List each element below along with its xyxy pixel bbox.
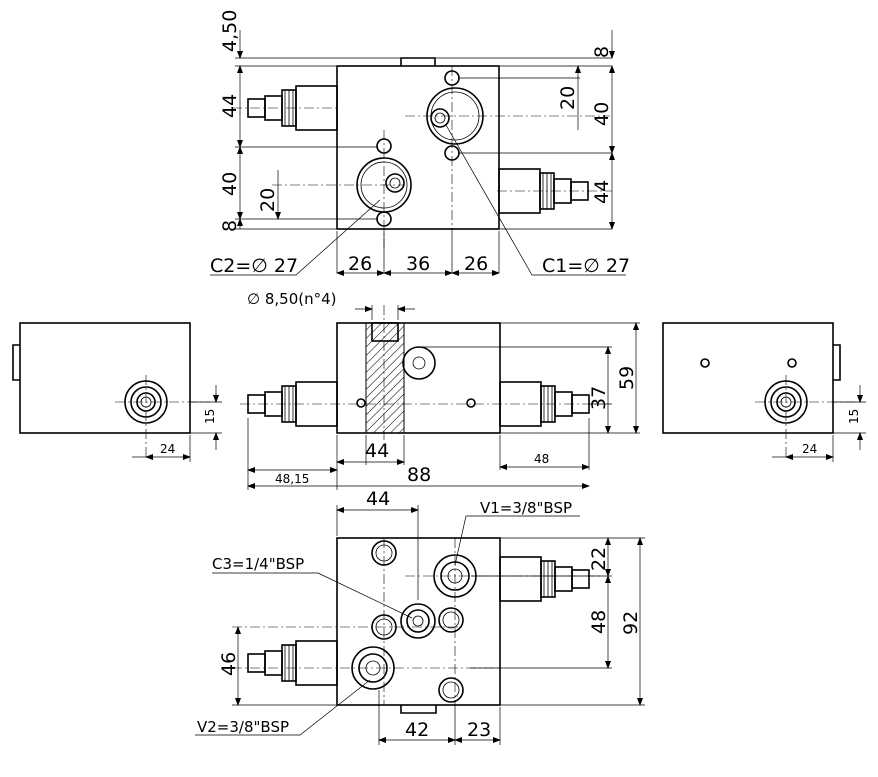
dim-top-bottom-36: 36	[406, 253, 430, 275]
dim-top-left-20: 20	[257, 188, 279, 212]
top-view-body	[336, 65, 500, 230]
left-side-body	[19, 322, 191, 434]
dim-top-left-8: 8	[219, 220, 241, 232]
callout-c1: C1=∅ 27	[542, 255, 630, 277]
dim-top-right-44: 44	[591, 180, 613, 204]
dim-top-right-8: 8	[591, 46, 613, 58]
dim-top-right-20: 20	[557, 86, 579, 110]
left-side-view: 15 24	[12, 322, 222, 462]
dim-top-left-40: 40	[219, 172, 241, 196]
dim-bottom-right-48: 48	[588, 610, 610, 634]
callout-c2: C2=∅ 27	[210, 255, 298, 277]
top-view-left-cartridge	[232, 85, 340, 131]
front-view-body	[336, 322, 501, 434]
bottom-view-right-cartridge	[499, 556, 590, 602]
dim-bottom-42: 42	[405, 719, 429, 741]
top-view-right-cartridge	[497, 168, 612, 214]
callout-c3: C3=1/4"BSP	[212, 555, 304, 573]
callout-v2: V2=3/8"BSP	[197, 718, 289, 736]
dim-top-bottom-26a: 26	[348, 253, 372, 275]
front-view: ∅ 8,50(n°4) 44 88 48,15 48 37 59	[240, 290, 640, 490]
bottom-view-left-cartridge	[247, 640, 338, 686]
dim-top-offset: 4,50	[219, 10, 241, 52]
right-side-body	[662, 322, 834, 434]
dim-left-side-15: 15	[203, 409, 217, 424]
dim-front-37: 37	[588, 386, 610, 410]
dim-bottom-23: 23	[467, 719, 491, 741]
dim-left-side-24: 24	[160, 442, 175, 456]
bottom-view-body	[336, 537, 501, 706]
dim-front-88: 88	[407, 464, 431, 486]
dim-front-59: 59	[616, 366, 638, 390]
dim-front-48: 48	[534, 452, 549, 466]
dim-top-left-44: 44	[219, 94, 241, 118]
top-view: 4,50 44 40 20 8 8 20 40 44 26 36 26 C2=∅…	[210, 10, 630, 277]
dim-right-side-15: 15	[847, 409, 861, 424]
bottom-view: 44 22 48 92 46 42 23 V1=3/8"BSP C3=1/4"B…	[195, 488, 645, 745]
dim-bottom-right-92: 92	[620, 611, 642, 635]
dim-bottom-left-46: 46	[218, 652, 240, 676]
dim-top-bottom-26b: 26	[464, 253, 488, 275]
dim-bottom-right-22: 22	[588, 547, 610, 571]
dim-top-right-40: 40	[591, 102, 613, 126]
bottom-view-tab	[400, 705, 437, 714]
dim-front-44: 44	[365, 440, 389, 462]
dim-right-side-24: 24	[802, 442, 817, 456]
callout-v1: V1=3/8"BSP	[480, 499, 572, 517]
dim-bottom-top-44: 44	[366, 488, 390, 510]
dim-front-48-15: 48,15	[275, 472, 309, 486]
front-hole-note: ∅ 8,50(n°4)	[247, 290, 337, 308]
top-view-tab	[400, 57, 436, 66]
right-side-view: 15 24	[662, 322, 866, 462]
